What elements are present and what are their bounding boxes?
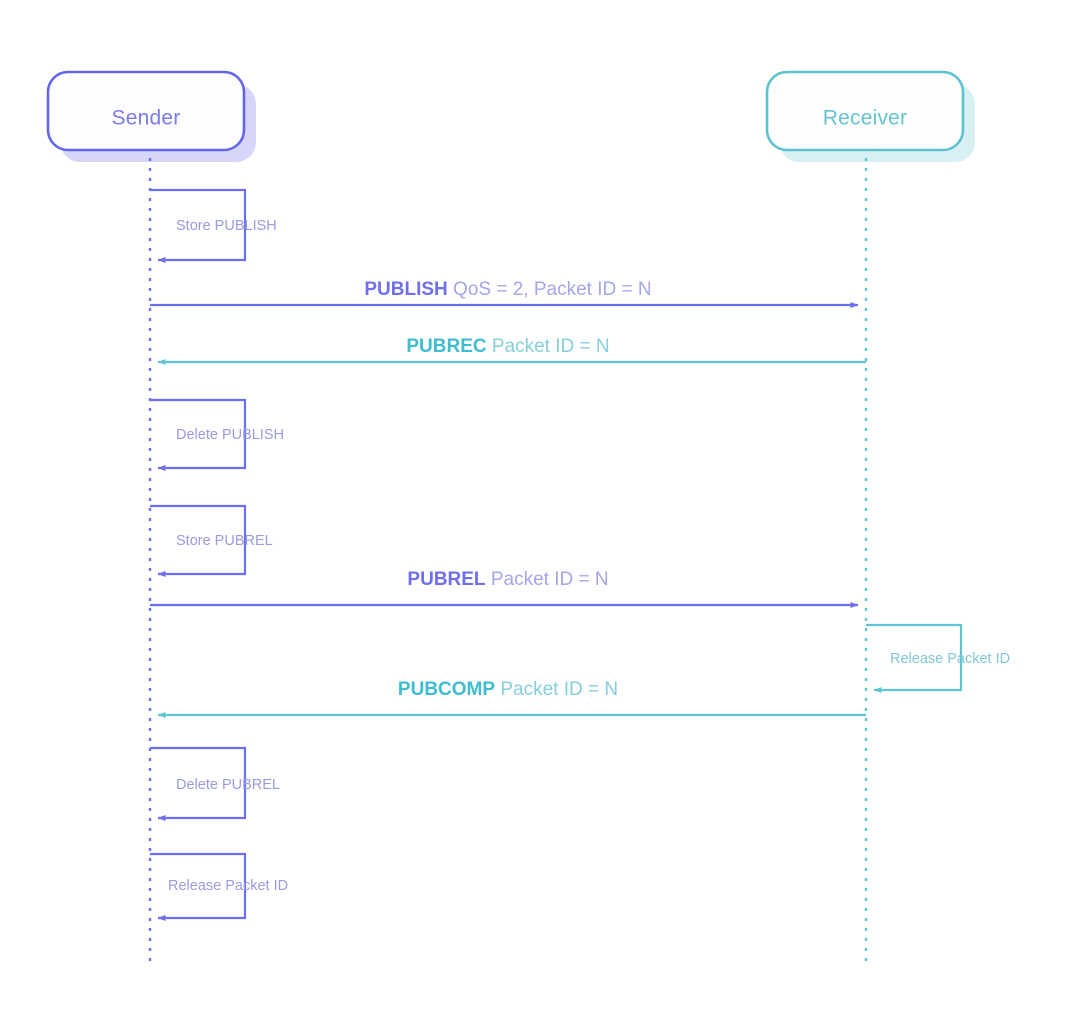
message-pubcomp-label-rest: Packet ID = N (495, 679, 618, 700)
self-loop-store-pubrel-path (150, 504, 247, 577)
self-loop-delete-pubrel-path (150, 746, 247, 821)
self-loop-delete-pubrel: Delete PUBREL (150, 746, 280, 821)
message-pubrel-label-strong: PUBREL (407, 569, 486, 590)
message-pubrec: PUBREC Packet ID = N (157, 336, 866, 365)
self-loop-store-publish: Store PUBLISH (150, 188, 277, 263)
message-pubcomp-label-strong: PUBCOMP (398, 679, 495, 700)
message-pubrel-label: PUBREL Packet ID = N (407, 569, 608, 590)
actor-sender-label: Sender (112, 107, 181, 130)
self-loop-release-packet-id-receiver-path (866, 623, 963, 693)
message-pubrec-label-rest: Packet ID = N (487, 336, 610, 357)
self-loop-release-packet-id-receiver: Release Packet ID (866, 623, 1010, 693)
message-publish-label-rest: QoS = 2, Packet ID = N (448, 279, 652, 300)
self-loop-store-publish-label: Store PUBLISH (176, 218, 277, 234)
message-pubcomp: PUBCOMP Packet ID = N (157, 679, 866, 718)
message-pubrec-label-strong: PUBREC (406, 336, 487, 357)
self-loop-store-pubrel: Store PUBREL (150, 504, 273, 577)
self-loop-delete-publish-path (150, 398, 247, 471)
message-publish-label: PUBLISH QoS = 2, Packet ID = N (364, 279, 651, 300)
self-loop-store-pubrel-label: Store PUBREL (176, 533, 273, 549)
self-loop-release-packet-id-sender-label: Release Packet ID (168, 878, 288, 894)
actor-sender[interactable]: Sender (46, 70, 256, 162)
message-pubrec-label: PUBREC Packet ID = N (406, 336, 609, 357)
message-publish-label-strong: PUBLISH (364, 279, 447, 300)
actor-receiver[interactable]: Receiver (765, 70, 975, 162)
message-pubrel: PUBREL Packet ID = N (150, 569, 859, 609)
actor-sender-box[interactable] (46, 70, 246, 152)
self-loop-delete-publish-label: Delete PUBLISH (176, 427, 284, 443)
actor-receiver-box[interactable] (765, 70, 965, 152)
self-loop-release-packet-id-receiver-label: Release Packet ID (890, 651, 1010, 667)
self-loop-delete-pubrel-label: Delete PUBREL (176, 777, 280, 793)
self-loop-release-packet-id-sender: Release Packet ID (150, 852, 288, 921)
message-pubrel-label-rest: Packet ID = N (486, 569, 609, 590)
actor-receiver-label: Receiver (823, 107, 907, 130)
self-loop-store-publish-path (150, 188, 247, 263)
self-loop-delete-publish: Delete PUBLISH (150, 398, 284, 471)
message-pubcomp-label: PUBCOMP Packet ID = N (398, 679, 618, 700)
message-publish: PUBLISH QoS = 2, Packet ID = N (150, 279, 859, 309)
self-loop-release-packet-id-sender-path (150, 852, 247, 921)
